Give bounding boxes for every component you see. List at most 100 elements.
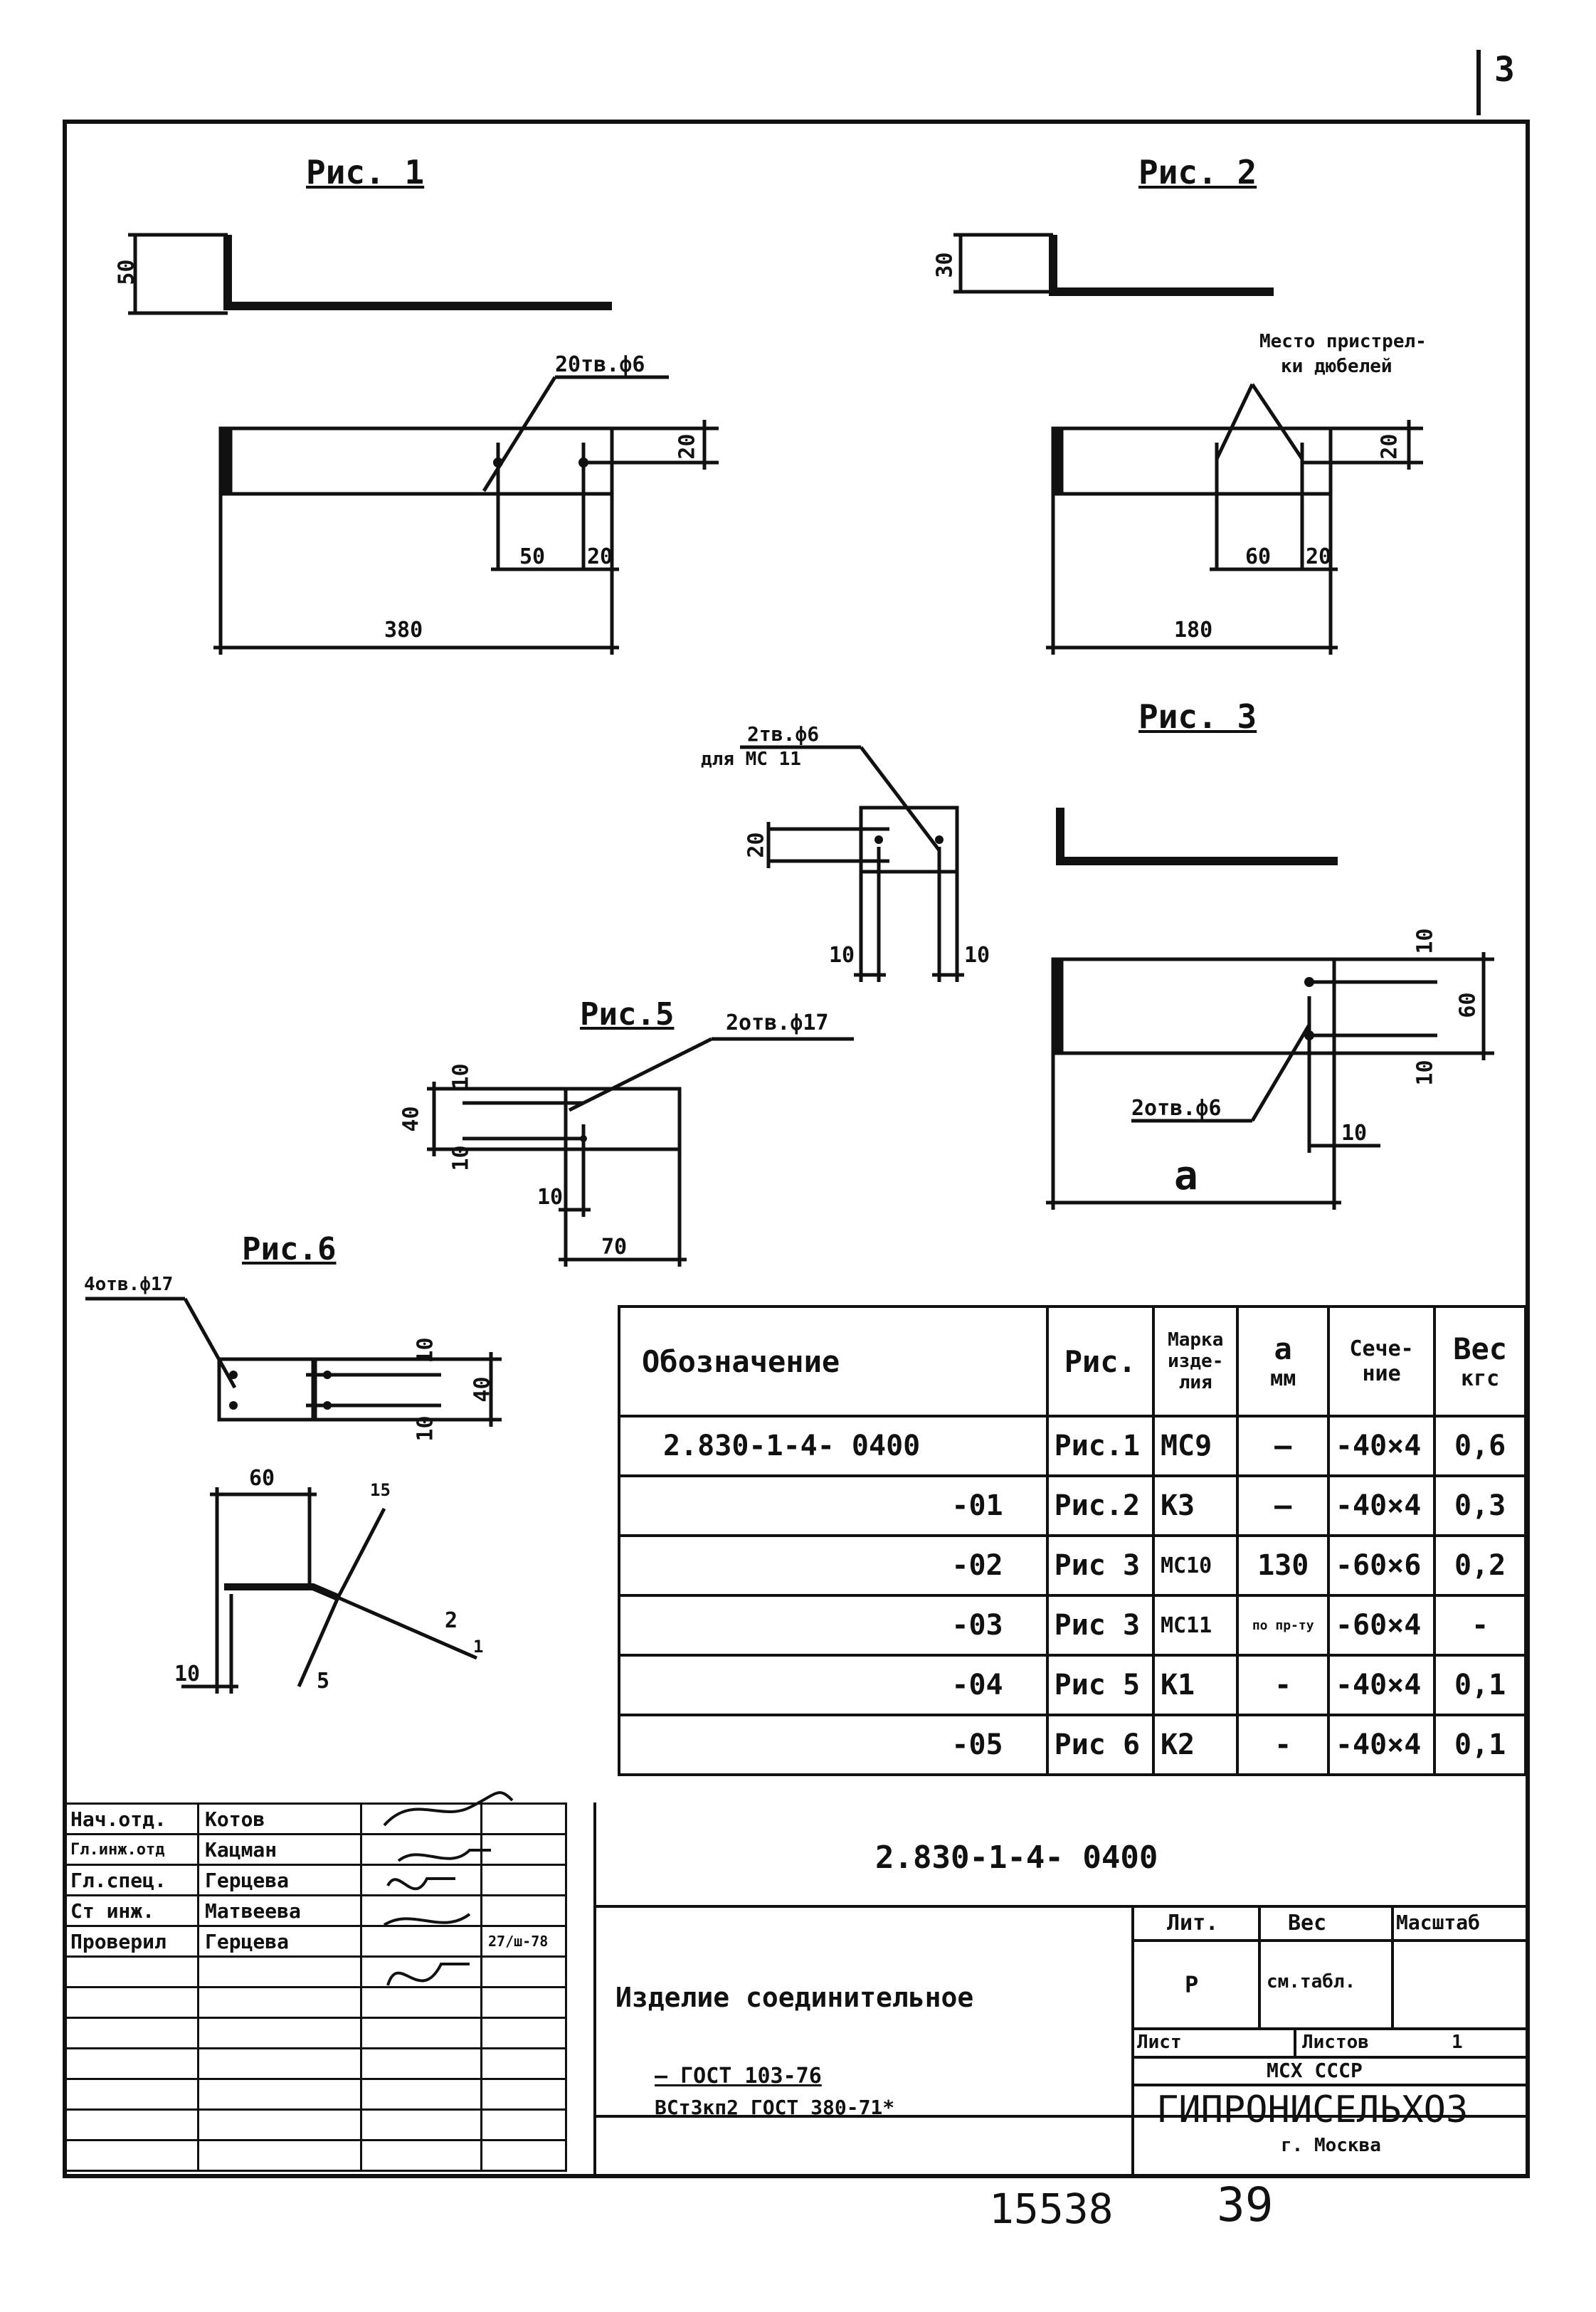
lit-label: Лит.	[1167, 1911, 1219, 1936]
fig5-dim-edge: 10	[537, 1185, 564, 1210]
lit-value: Р	[1185, 1971, 1199, 1998]
fig5-dim-bottom: 10	[448, 1145, 474, 1171]
fig5-dim-top: 10	[448, 1063, 474, 1089]
title-block-right	[593, 1802, 1530, 2176]
fig2-dim-height: 30	[932, 252, 958, 278]
person-date	[480, 1864, 567, 1896]
empty-row	[63, 2078, 567, 2111]
fig6-dim-slope-1: 1	[473, 1637, 484, 1657]
table-row: -05 Рис 6 К2 - -40×4 0,1	[618, 1714, 1527, 1776]
person-row: Нач.отд. Котов	[63, 1802, 567, 1835]
fig6-dim-bend: 60	[249, 1466, 275, 1491]
person-role: Гл.инж.отд	[63, 1833, 199, 1866]
fig2-note-2: ки дюбелей	[1281, 356, 1392, 377]
cell-designation: -05	[618, 1714, 1049, 1776]
sheets-label: Листов	[1302, 2032, 1369, 2053]
empty-row	[63, 2017, 567, 2049]
material-line-2: ВСт3кп2 ГОСТ 380-71*	[655, 2096, 895, 2119]
tb-line-2	[593, 2115, 1527, 2118]
cell-fig: Рис 6	[1045, 1714, 1155, 1776]
cell-designation: -03	[618, 1594, 1049, 1657]
person-row: Ст инж. Матвеева	[63, 1894, 567, 1927]
cell-section: -40×4	[1326, 1415, 1437, 1477]
person-signature	[360, 1925, 482, 1958]
fig5-title: Рис.5	[580, 996, 675, 1033]
cell-mark: МС10	[1151, 1534, 1240, 1597]
empty-row	[63, 2139, 567, 2172]
weight-value: см.табл.	[1267, 1971, 1356, 1992]
cell-a: по пр-ту	[1236, 1594, 1330, 1657]
fig3-dim-edge: 10	[1341, 1121, 1368, 1146]
fig3-title: Рис. 3	[1138, 697, 1257, 736]
person-signature	[360, 1802, 482, 1835]
table-row: -03 Рис 3 МС11 по пр-ту -60×4 -	[618, 1594, 1527, 1657]
org-ministry: МСХ СССР	[1267, 2059, 1363, 2082]
fig1-title: Рис. 1	[306, 153, 425, 191]
fig6-dim-5: 5	[317, 1669, 330, 1694]
fig1-dim-height: 50	[114, 259, 139, 285]
table-row: -04 Рис 5 К1 - -40×4 0,1	[618, 1654, 1527, 1716]
title-block-people: Нач.отд. Котов Гл.инж.отд Кацман Гл.спец…	[63, 1802, 567, 2172]
fig3-dim-a: a	[1174, 1153, 1198, 1199]
fig1-dim-edge: 20	[675, 433, 700, 460]
drawing-frame	[63, 120, 1530, 2178]
fig6-dim-top: 10	[413, 1337, 438, 1363]
fig6-dim-bottom: 10	[413, 1415, 438, 1442]
fig2-dim-length: 180	[1174, 618, 1213, 643]
tb-line-4	[1131, 2084, 1527, 2086]
cell-weight: 0,2	[1433, 1534, 1527, 1597]
fig3-dim-width: 60	[1455, 992, 1481, 1018]
tb-line-6	[1131, 2056, 1527, 2059]
cell-mark: К2	[1151, 1714, 1240, 1776]
cell-designation: -02	[618, 1534, 1049, 1597]
cell-mark: МС9	[1151, 1415, 1240, 1477]
fig2-dim-end: 20	[1306, 544, 1332, 569]
weight-label: Вес	[1288, 1911, 1327, 1936]
fig1-dim-length: 380	[384, 618, 423, 643]
col-mark: Марка изде-лия	[1151, 1305, 1240, 1418]
person-signature	[360, 1894, 482, 1927]
person-signature	[360, 1864, 482, 1896]
org-city: г. Москва	[1281, 2135, 1381, 2156]
small-dim-left: 10	[829, 943, 855, 968]
col-weight-unit: кгс	[1461, 1366, 1500, 1391]
person-date: 27/ш-78	[480, 1925, 567, 1958]
person-name: Матвеева	[197, 1894, 362, 1927]
corner-marker-line	[1476, 50, 1481, 115]
cell-a: -	[1236, 1654, 1330, 1716]
small-holes-note: 2тв.ф6	[747, 722, 820, 746]
tb-line-5	[1131, 2027, 1527, 2030]
fig5-holes-note: 2отв.ф17	[726, 1010, 829, 1035]
doc-number: 15538	[989, 2185, 1114, 2233]
cell-fig: Рис 3	[1045, 1594, 1155, 1657]
cell-weight: 0,3	[1433, 1474, 1527, 1537]
spec-table: Обозначение Рис. Марка изде-лия a мм Сеч…	[618, 1305, 1527, 1776]
cell-fig: Рис 5	[1045, 1654, 1155, 1716]
fig6-dim-bottom-10: 10	[174, 1662, 201, 1687]
empty-row	[63, 1955, 567, 1988]
person-role: Ст инж.	[63, 1894, 199, 1927]
corner-number: 3	[1494, 50, 1515, 90]
tb-vline-4	[1294, 2027, 1296, 2056]
table-row: 2.830-1-4- 0400 Рис.1 МС9 — -40×4 0,6	[618, 1415, 1527, 1477]
person-signature	[360, 1833, 482, 1866]
cell-fig: Рис.1	[1045, 1415, 1155, 1477]
fig1-dim-spacing: 50	[519, 544, 546, 569]
cell-weight: 0,6	[1433, 1415, 1527, 1477]
cell-weight: -	[1433, 1594, 1527, 1657]
fig2-dim-spacing: 60	[1245, 544, 1272, 569]
cell-designation: 2.830-1-4- 0400	[618, 1415, 1049, 1477]
fig3-holes-note: 2отв.ф6	[1131, 1096, 1222, 1121]
table-row: -02 Рис 3 МС10 130 -60×6 0,2	[618, 1534, 1527, 1597]
person-date	[480, 1833, 567, 1866]
tb-vline-1	[1131, 1905, 1134, 2175]
col-fig: Рис.	[1045, 1305, 1155, 1418]
col-section: Сече-ние	[1326, 1305, 1437, 1418]
cell-a: -	[1236, 1714, 1330, 1776]
fig6-dim-width: 40	[470, 1376, 495, 1403]
sheets-value: 1	[1452, 2032, 1463, 2053]
page-number: 39	[1217, 2178, 1274, 2232]
person-name: Кацман	[197, 1833, 362, 1866]
cell-a: —	[1236, 1474, 1330, 1537]
empty-row	[63, 2047, 567, 2080]
